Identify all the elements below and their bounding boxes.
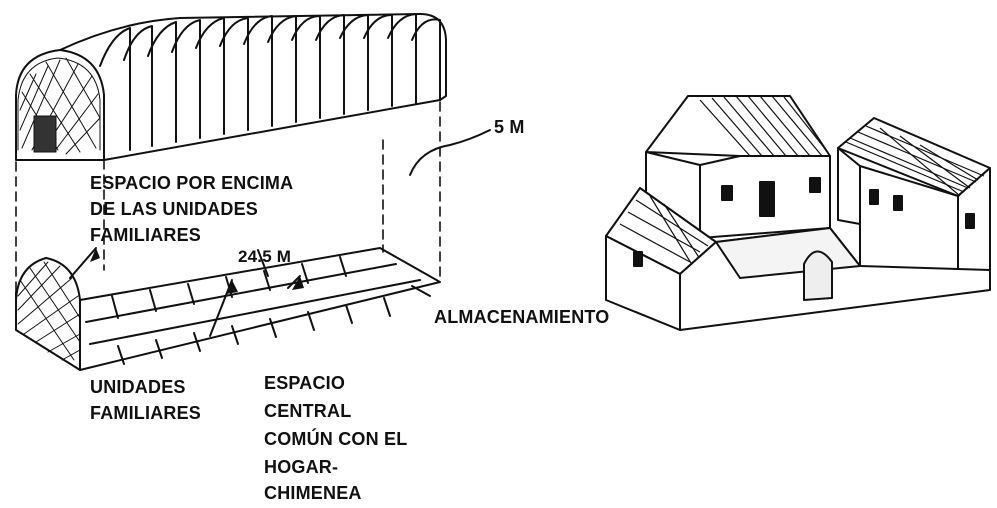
upper-space-label-line3: FAMILIARES — [90, 225, 202, 245]
family-units-label-line2: FAMILIARES — [90, 403, 202, 423]
upper-space-label-line1: ESPACIO POR ENCIMA — [90, 173, 294, 193]
upper-space-label-line2: DE LAS UNIDADES — [90, 199, 259, 219]
central-space-label-line4: HOGAR- — [264, 457, 339, 477]
farmhouse-illustration — [605, 95, 991, 331]
longhouse-roof — [15, 13, 447, 161]
longhouse-floor-plan — [15, 247, 441, 371]
storage-label: ALMACENAMIENTO — [434, 307, 610, 327]
height-label: 5 M — [494, 117, 525, 137]
length-label: 24.5 M — [238, 247, 292, 266]
family-units-label-line1: UNIDADES — [90, 377, 186, 397]
central-space-label-line3: COMÚN CON EL — [264, 429, 408, 449]
central-space-label-line5: CHIMENEA — [264, 483, 362, 503]
central-space-label-line1: ESPACIO — [264, 373, 346, 393]
projection-lines — [15, 101, 441, 293]
central-space-label-line2: CENTRAL — [264, 401, 352, 421]
